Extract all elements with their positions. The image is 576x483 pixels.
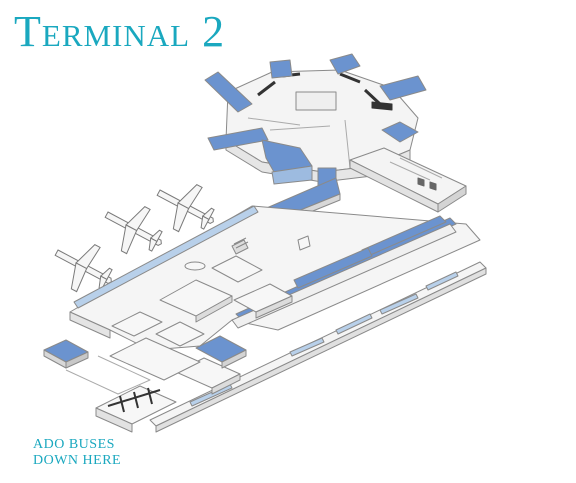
page-title: Terminal 2 — [14, 7, 226, 56]
bus-stop-icon — [95, 385, 177, 433]
airplane-icon — [94, 192, 174, 267]
left-block — [43, 339, 151, 395]
bus-note-line1: ADO BUSES — [33, 437, 115, 452]
east-wing — [349, 147, 467, 213]
bus-note-line2: DOWN HERE — [33, 453, 122, 468]
main-terminal — [69, 205, 481, 351]
lower-pier — [109, 261, 487, 433]
central-hub — [204, 53, 427, 185]
bus-note: ADO BUSES DOWN HERE — [33, 437, 121, 469]
